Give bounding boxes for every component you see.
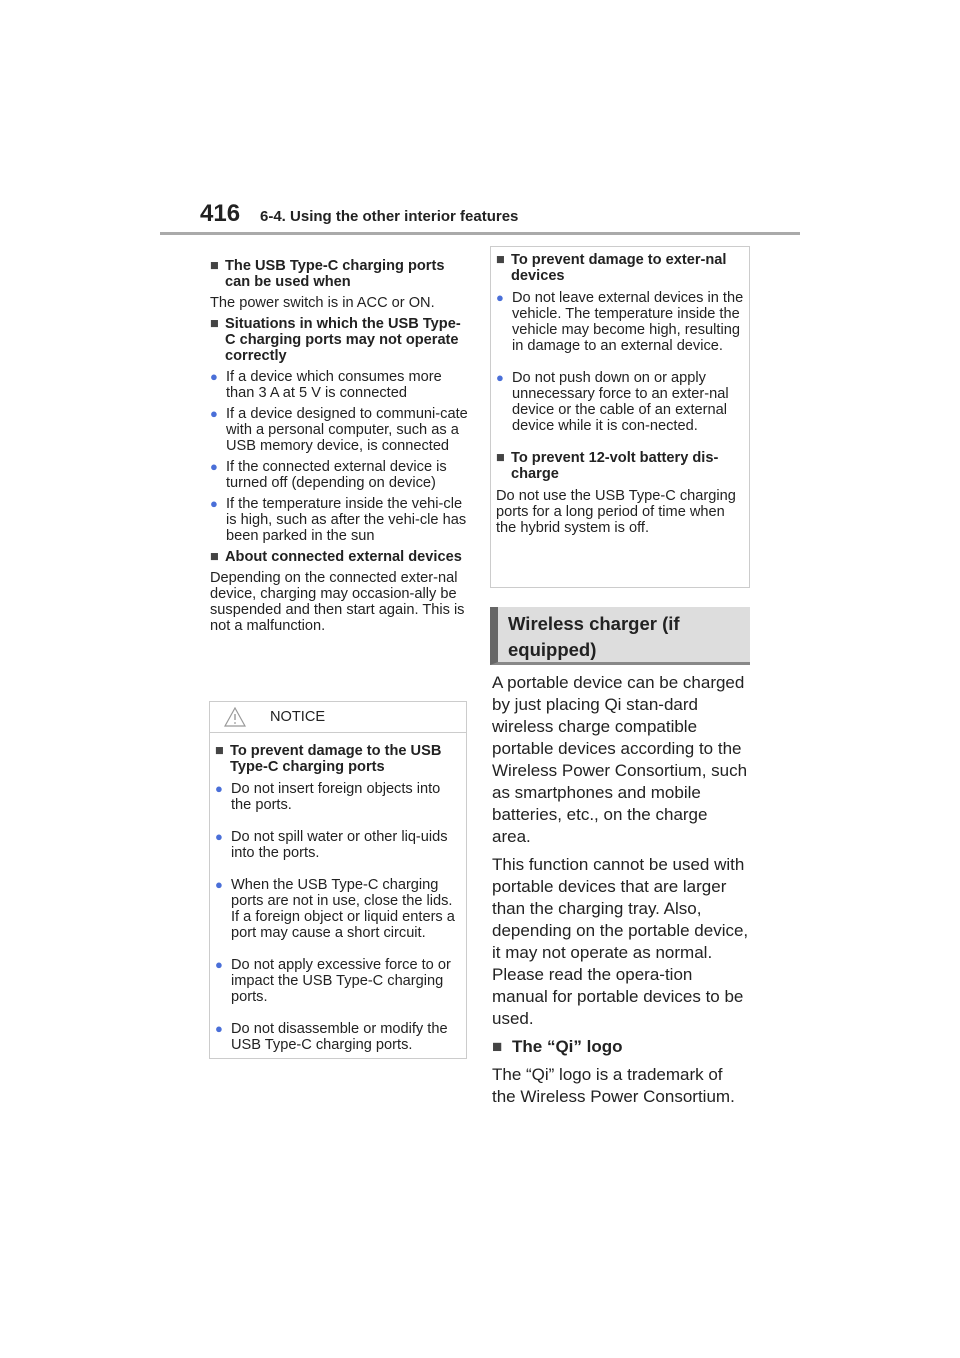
- dot-bullet-icon: ●: [215, 877, 223, 892]
- notice-header: NOTICE: [210, 702, 466, 733]
- square-bullet-icon: ■: [492, 1037, 503, 1056]
- notice-continuation-box: ■To prevent damage to exter-nal devices …: [490, 246, 750, 588]
- list-item: ●If the connected external device is tur…: [210, 459, 447, 491]
- subheading: ■The USB Type-C charging ports can be us…: [210, 258, 445, 290]
- paragraph: Do not use the USB Type-C charging ports…: [496, 488, 736, 536]
- list-item: ●Do not leave external devices in the ve…: [496, 290, 744, 354]
- paragraph: The power switch is in ACC or ON.: [210, 295, 435, 311]
- warning-triangle-icon: [224, 707, 246, 727]
- square-bullet-icon: ■: [210, 549, 219, 565]
- dot-bullet-icon: ●: [210, 406, 218, 421]
- section-heading-box: Wireless charger (if equipped): [490, 607, 750, 665]
- dot-bullet-icon: ●: [215, 781, 223, 796]
- square-bullet-icon: ■: [496, 450, 505, 466]
- list-item: ●If the temperature inside the vehi-cle …: [210, 496, 467, 544]
- list-item: ●Do not insert foreign objects into the …: [215, 781, 441, 813]
- subheading: ■The “Qi” logo: [492, 1037, 623, 1056]
- subheading: ■Situations in which the USB Type-C char…: [210, 316, 461, 364]
- square-bullet-icon: ■: [210, 316, 219, 332]
- notice-heading: ■To prevent 12-volt battery dis-charge: [496, 450, 719, 482]
- list-item: ●Do not apply excessive force to or impa…: [215, 957, 451, 1005]
- notice-heading: ■To prevent damage to exter-nal devices: [496, 252, 727, 284]
- dot-bullet-icon: ●: [215, 829, 223, 844]
- dot-bullet-icon: ●: [210, 459, 218, 474]
- left-column: ■The USB Type-C charging ports can be us…: [210, 258, 468, 639]
- right-column: A portable device can be charged by just…: [492, 672, 750, 1114]
- notice-box: NOTICE ■To prevent damage to the USB Typ…: [209, 701, 467, 1059]
- paragraph: Depending on the connected exter-nal dev…: [210, 570, 465, 634]
- header-rule: [160, 232, 800, 235]
- list-item: ●Do not disassemble or modify the USB Ty…: [215, 1021, 448, 1053]
- notice-label: NOTICE: [270, 709, 326, 725]
- dot-bullet-icon: ●: [210, 496, 218, 511]
- list-item: ●If a device designed to communi-cate wi…: [210, 406, 468, 454]
- square-bullet-icon: ■: [210, 258, 219, 274]
- dot-bullet-icon: ●: [215, 1021, 223, 1036]
- page-number: 416: [200, 200, 241, 227]
- list-item: ●Do not spill water or other liq-uids in…: [215, 829, 448, 861]
- notice-heading: ■To prevent damage to the USB Type-C cha…: [215, 743, 442, 775]
- list-item: ●If a device which consumes more than 3 …: [210, 369, 442, 401]
- dot-bullet-icon: ●: [215, 957, 223, 972]
- dot-bullet-icon: ●: [496, 370, 504, 385]
- section-title: 6-4. Using the other interior features: [260, 208, 519, 225]
- subheading: ■About connected external devices: [210, 549, 462, 565]
- list-item: ●Do not push down on or apply unnecessar…: [496, 370, 729, 434]
- paragraph: This function cannot be used with portab…: [492, 855, 749, 1028]
- paragraph: A portable device can be charged by just…: [492, 673, 748, 846]
- square-bullet-icon: ■: [215, 743, 224, 759]
- list-item: ●When the USB Type-C charging ports are …: [215, 877, 455, 941]
- square-bullet-icon: ■: [496, 252, 505, 268]
- paragraph: The “Qi” logo is a trademark of the Wire…: [492, 1065, 735, 1106]
- dot-bullet-icon: ●: [210, 369, 218, 384]
- dot-bullet-icon: ●: [496, 290, 504, 305]
